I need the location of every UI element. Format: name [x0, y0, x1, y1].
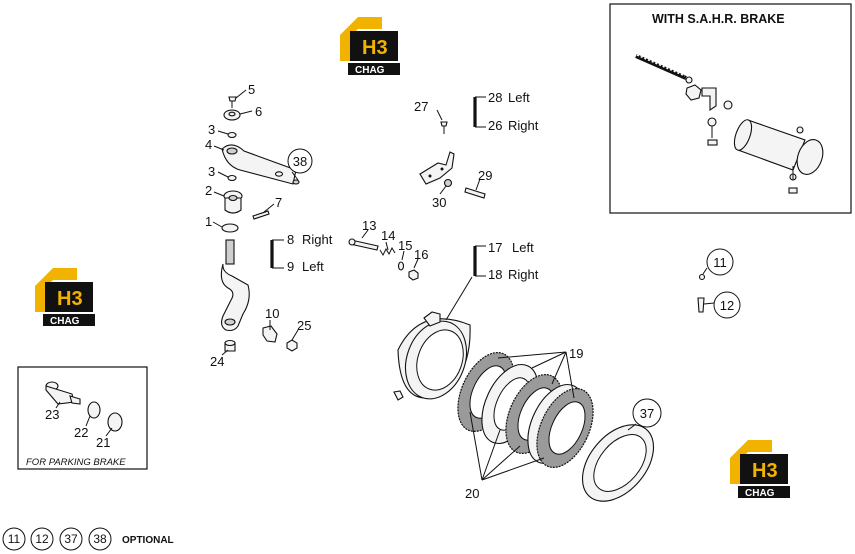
optional-legend: 11 12 37 38 OPTIONAL: [2, 527, 174, 551]
parking-pin: [45, 381, 81, 405]
svg-text:12: 12: [720, 298, 734, 313]
circled-callout-37: 37: [632, 398, 662, 428]
leader-lines: [212, 89, 715, 481]
logo-brand-text: CHAG: [50, 316, 80, 327]
callout-2: 2: [205, 183, 212, 198]
callout-29: 29: [478, 168, 492, 183]
circled-callout-38: 38: [287, 148, 313, 174]
seal-ring: [581, 424, 655, 502]
brake-pedal-arm: [220, 239, 250, 332]
callout-14: 14: [381, 228, 395, 243]
svg-text:11: 11: [8, 532, 21, 546]
callout-labels: 5 6 3 4 3 2 7 1 8 Right 9 Left 10 25 24 …: [205, 82, 583, 501]
optional-label: OPTIONAL: [122, 535, 174, 546]
callout-3-lower: 3: [208, 164, 215, 179]
callout-18: 18: [488, 267, 502, 282]
parking-label-21: 21: [96, 435, 110, 450]
callout-26-side: Right: [508, 118, 539, 133]
callout-10: 10: [265, 306, 279, 321]
callout-5: 5: [248, 82, 255, 97]
parking-label-23: 23: [45, 407, 59, 422]
callout-17: 17: [488, 240, 502, 255]
optional-item-37: 37: [59, 527, 83, 551]
svg-text:38: 38: [293, 154, 307, 169]
callout-3-upper: 3: [208, 122, 215, 137]
brake-housing: [393, 311, 471, 401]
linkage-assembly: [220, 96, 300, 352]
svg-text:37: 37: [64, 532, 78, 546]
svg-text:38: 38: [93, 532, 107, 546]
svg-text:37: 37: [640, 406, 654, 421]
pin-spring-set: [348, 238, 419, 281]
callout-19: 19: [569, 346, 583, 361]
optional-item-38: 38: [88, 527, 112, 551]
callout-25: 25: [297, 318, 311, 333]
parking-label-22: 22: [74, 425, 88, 440]
sahr-brake-cylinder: [733, 119, 824, 175]
callout-30: 30: [432, 195, 446, 210]
callout-9-side: Left: [302, 259, 324, 274]
callout-8-side: Right: [302, 232, 333, 247]
callout-8: 8: [287, 232, 294, 247]
callout-20: 20: [465, 486, 479, 501]
callout-26: 26: [488, 118, 502, 133]
svg-text:12: 12: [35, 532, 49, 546]
brand-logo-left: H3 CHAG: [35, 268, 95, 327]
callout-1: 1: [205, 214, 212, 229]
optional-item-12: 12: [30, 527, 54, 551]
callout-6: 6: [255, 104, 262, 119]
sahr-bolt: [635, 54, 693, 84]
logo-brand-text: CHAG: [355, 65, 385, 76]
callout-16: 16: [414, 247, 428, 262]
callout-18-side: Right: [508, 267, 539, 282]
inset-sahr-title: WITH S.A.H.R. BRAKE: [652, 12, 785, 26]
optional-item-11: 11: [2, 527, 26, 551]
logo-mark-text: H3: [57, 288, 83, 310]
callout-24: 24: [210, 354, 224, 369]
brake-disc-stack: [457, 352, 594, 468]
logo-mark-text: H3: [362, 37, 388, 59]
callout-27: 27: [414, 99, 428, 114]
brand-logo-top: H3 CHAG: [340, 17, 400, 76]
brand-logo-bottom-right: H3 CHAG: [730, 440, 790, 499]
callout-7: 7: [275, 195, 282, 210]
callout-4: 4: [205, 137, 212, 152]
callout-28: 28: [488, 90, 502, 105]
callout-13: 13: [362, 218, 376, 233]
logo-mark-text: H3: [752, 460, 778, 482]
callout-15: 15: [398, 238, 412, 253]
parking-caption: FOR PARKING BRAKE: [26, 457, 126, 468]
svg-text:11: 11: [713, 255, 727, 270]
inset-sahr-brake: WITH S.A.H.R. BRAKE: [609, 3, 852, 214]
callout-28-side: Left: [508, 90, 530, 105]
circled-callout-11: 11: [706, 248, 734, 276]
inset-parking-brake: 23 22 21 FOR PARKING BRAKE: [17, 366, 148, 470]
callout-17-side: Left: [512, 240, 534, 255]
logo-brand-text: CHAG: [745, 488, 775, 499]
callout-9: 9: [287, 259, 294, 274]
cable-bracket: [419, 121, 486, 199]
circled-callout-12: 12: [713, 291, 741, 319]
